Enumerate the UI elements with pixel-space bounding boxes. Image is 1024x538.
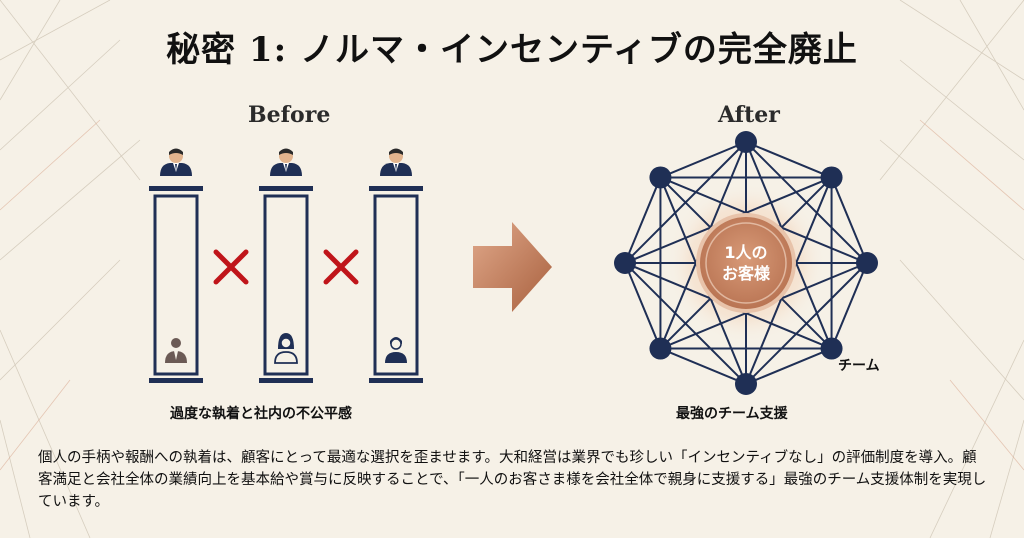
cross-icon — [213, 249, 249, 285]
cross-icon — [323, 249, 359, 285]
customer-label: 1人の お客様 — [721, 243, 770, 283]
customer-circle — [696, 213, 796, 313]
body-paragraph: 個人の手柄や報酬への執着は、顧客にとって最適な選択を歪ませます。大和経営は業界で… — [38, 450, 987, 510]
pillar-3 — [369, 148, 423, 383]
network-node-icon — [649, 337, 672, 360]
team-label: チーム — [838, 358, 880, 374]
network-node-icon — [820, 166, 843, 189]
network-node-icon — [735, 131, 757, 153]
network-node-icon — [856, 252, 878, 274]
network-link — [624, 262, 662, 349]
network-node-icon — [649, 166, 672, 189]
network-link — [624, 262, 747, 385]
page-title: 秘密 1: ノルマ・インセンティブの完全廃止 — [166, 30, 858, 70]
team-network — [624, 141, 868, 385]
person-suit-icon — [165, 338, 187, 363]
pillar-2 — [259, 148, 313, 383]
before-label: Before — [248, 102, 331, 128]
after-label: After — [718, 102, 780, 128]
network-nodes — [614, 131, 878, 395]
network-link — [624, 177, 662, 264]
pillar-1 — [149, 148, 203, 383]
network-link — [745, 141, 832, 179]
arrow-right-icon — [473, 222, 552, 312]
network-link — [745, 347, 832, 385]
network-link — [830, 262, 868, 349]
network-node-icon — [820, 337, 843, 360]
network-node-icon — [735, 373, 757, 395]
network-link — [660, 347, 747, 385]
after-caption: 最強のチーム支援 — [676, 406, 788, 422]
network-link — [660, 141, 747, 179]
before-caption: 過度な執着と社内の不公平感 — [170, 406, 352, 422]
network-link — [830, 177, 868, 264]
person-man-icon — [385, 337, 407, 363]
person-woman-icon — [274, 333, 298, 364]
network-node-icon — [614, 252, 636, 274]
